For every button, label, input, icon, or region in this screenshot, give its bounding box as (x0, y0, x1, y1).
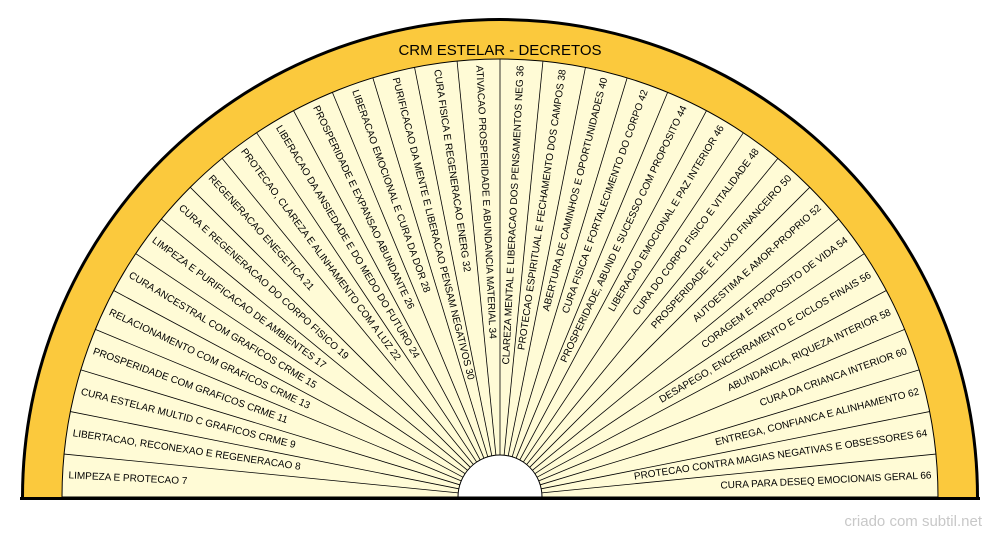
sector-divider (507, 67, 586, 456)
sector-divider (80, 369, 460, 486)
sector-divider (221, 158, 474, 465)
sector-divider (515, 92, 668, 459)
sector-divider (190, 187, 471, 468)
sector-divider (526, 158, 779, 465)
sector-divider (332, 92, 485, 459)
sector-divider (414, 67, 493, 456)
chart-title: CRM ESTELAR - DECRETOS (398, 42, 601, 59)
sector-divider (95, 329, 462, 482)
center-hub (457, 454, 543, 498)
sector-divider (70, 411, 459, 490)
sector-divider (534, 253, 865, 474)
sector-divider (256, 132, 477, 463)
sector-divider (293, 110, 481, 461)
sector-divider (536, 290, 887, 478)
sector-divider (113, 290, 464, 478)
sector-divider (538, 329, 905, 482)
sector-divider (541, 453, 936, 494)
sector-divider (540, 369, 920, 486)
sector-divider (503, 61, 544, 456)
sector-divider (135, 253, 466, 474)
sector-divider (523, 132, 744, 463)
sector-divider (541, 411, 930, 490)
sector-divider (529, 187, 810, 468)
sector-divider (372, 77, 489, 457)
sector-divider (511, 77, 628, 457)
sector-divider (161, 218, 468, 471)
sector-divider (532, 218, 839, 471)
sector-divider (519, 110, 707, 461)
credit-text: criado com subtil.net (844, 513, 982, 530)
sector-divider (64, 453, 459, 494)
sector-divider (456, 61, 497, 456)
